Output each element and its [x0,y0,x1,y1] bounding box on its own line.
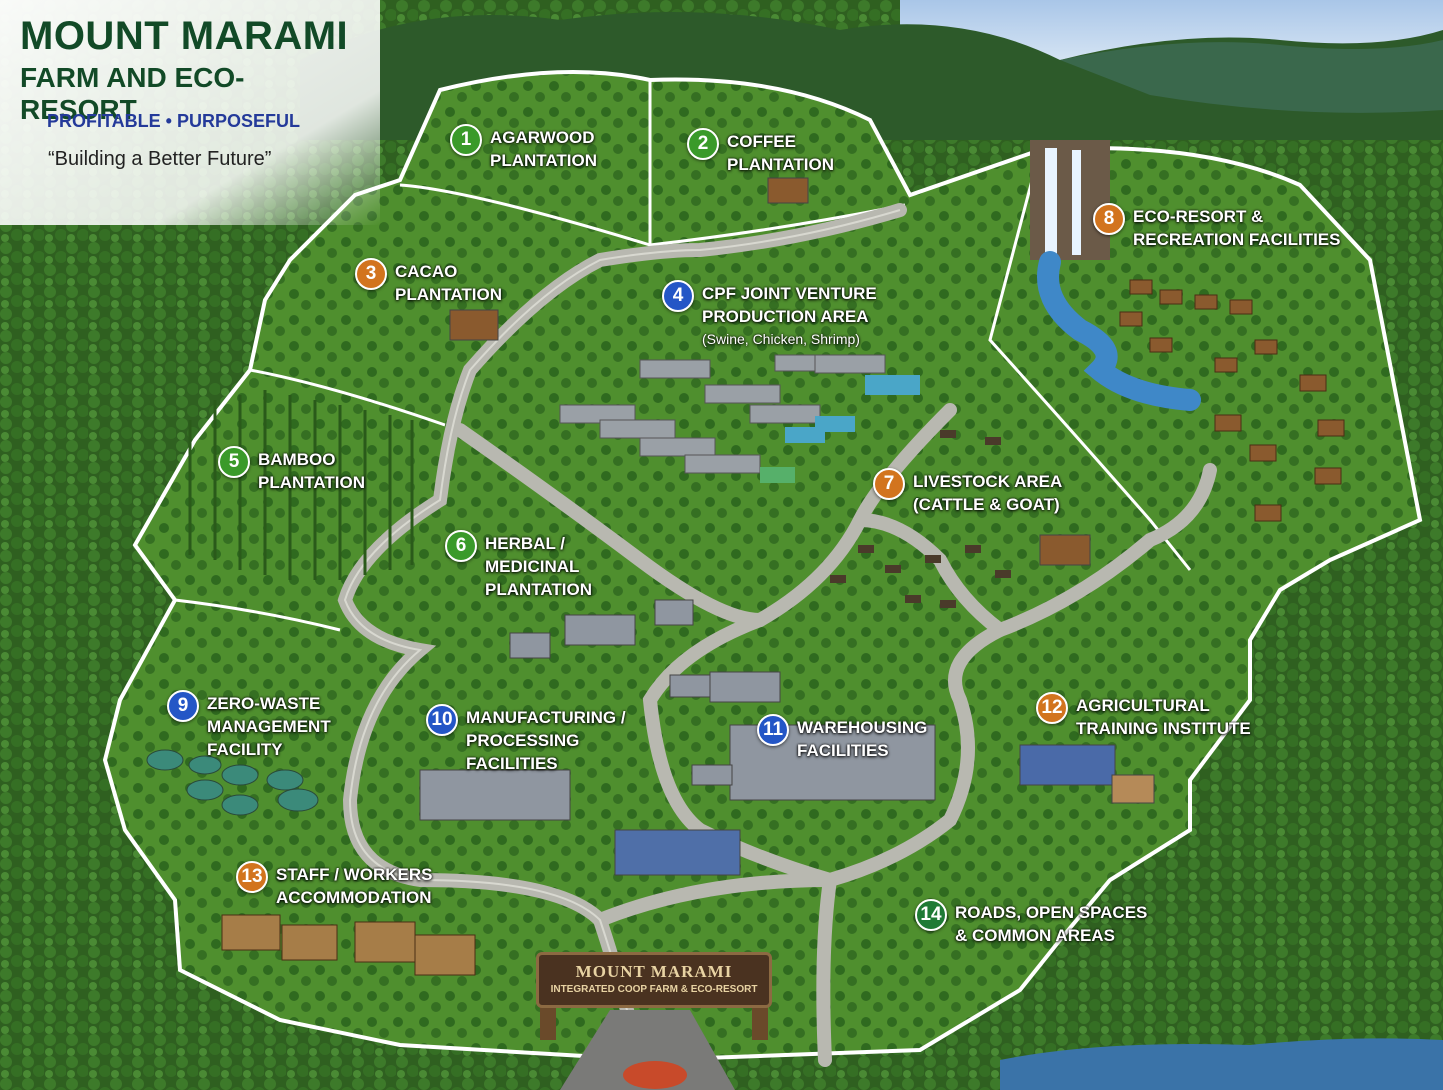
zone-name-line: FACILITIES [797,741,889,760]
zone-name-line: FACILITIES [466,754,558,773]
zone-label-cacao: 3 CACAO PLANTATION [355,258,502,306]
zone-name-line: MANAGEMENT [207,717,331,736]
zone-name-line: WAREHOUSING [797,718,928,737]
zone-name-line: ROADS, OPEN SPACES [955,903,1148,922]
zone-name-line: LIVESTOCK AREA [913,472,1063,491]
bay-water [1000,1038,1443,1090]
zone-label-training-institute: 12 AGRICULTURAL TRAINING INSTITUTE [1036,692,1251,740]
zone-number-badge: 14 [915,899,947,931]
zone-name-line: TRAINING INSTITUTE [1076,719,1251,738]
zone-number-badge: 4 [662,280,694,312]
zone-number-badge: 6 [445,530,477,562]
shrimp-ponds [760,375,920,483]
zone-name-line: PRODUCTION AREA [702,307,869,326]
zone-name-line: BAMBOO [258,450,336,469]
zone-number-badge: 7 [873,468,905,500]
map-subtitle: FARM AND ECO-RESORT [20,62,245,125]
zone-name-line: CPF JOINT VENTURE [702,284,877,303]
zone-name-line: PLANTATION [727,155,835,174]
tagline: PROFITABLE • PURPOSEFUL [47,111,300,131]
waste-tanks [146,749,319,816]
zone-name-line: & COMMON AREAS [955,926,1115,945]
zone-name-line: PLANTATION [490,151,598,170]
zone-name-line: AGRICULTURAL [1076,696,1210,715]
zone-number-badge: 13 [236,861,268,893]
zone-name-line: PROCESSING [466,731,580,750]
zone-label-zero-waste: 9 ZERO-WASTE MANAGEMENT FACILITY [167,690,331,761]
zone-label-bamboo: 5 BAMBOO PLANTATION [218,446,365,494]
title-backdrop [0,0,380,225]
zone-name-line: (CATTLE & GOAT) [913,495,1060,514]
zone-number-badge: 1 [450,124,482,156]
zone-number-badge: 10 [426,704,458,736]
zone-label-manufacturing: 10 MANUFACTURING / PROCESSING FACILITIES [426,704,626,775]
zone-note: (Swine, Chicken, Shrimp) [702,331,860,347]
gate-sign: MOUNT MARAMI INTEGRATED COOP FARM & ECO-… [536,952,772,1008]
zone-name-line: MANUFACTURING / [466,708,626,727]
zone-label-agarwood: 1 AGARWOOD PLANTATION [450,124,597,172]
zone-number-badge: 9 [167,690,199,722]
quote: “Building a Better Future” [48,148,272,170]
staff-housing [221,914,476,976]
zone-name-line: MEDICINAL [485,557,580,576]
production-barns [559,354,886,474]
zone-name-line: COFFEE [727,132,796,151]
zone-name-line: ZERO-WASTE [207,694,321,713]
zone-number-badge: 8 [1093,203,1125,235]
zone-name-line: PLANTATION [395,285,503,304]
zone-name-line: RECREATION FACILITIES [1133,230,1341,249]
zone-label-herbal: 6 HERBAL / MEDICINAL PLANTATION [445,530,592,601]
zone-name-line: ACCOMMODATION [276,888,432,907]
zone-name-line: PLANTATION [258,473,366,492]
map-title: MOUNT MARAMI [20,14,349,58]
livestock [830,430,1011,608]
zone-label-roads-open-spaces: 14 ROADS, OPEN SPACES & COMMON AREAS [915,899,1147,947]
gate-sign-subtitle: INTEGRATED COOP FARM & ECO-RESORT [550,984,758,995]
zone-name-line: CACAO [395,262,458,281]
zone-name-line: ECO-RESORT & [1133,207,1264,226]
bamboo-stand [188,390,414,580]
zone-label-warehousing: 11 WAREHOUSING FACILITIES [757,714,927,762]
zone-name-line: AGARWOOD [490,128,595,147]
gate-sign-title: MOUNT MARAMI [575,962,733,981]
zone-name-line: PLANTATION [485,580,593,599]
resort-cabins [1119,279,1345,522]
zone-number-badge: 11 [757,714,789,746]
zone-number-badge: 2 [687,128,719,160]
zone-label-livestock: 7 LIVESTOCK AREA (CATTLE & GOAT) [873,468,1062,516]
waterfall [1030,140,1110,260]
zone-number-badge: 3 [355,258,387,290]
zone-label-cpf-production: 4 CPF JOINT VENTURE PRODUCTION AREA (Swine… [662,280,877,351]
zone-name-line: FACILITY [207,740,283,759]
zone-number-badge: 5 [218,446,250,478]
zone-name-line: HERBAL / [485,534,565,553]
zone-label-staff-accommodation: 13 STAFF / WORKERS ACCOMMODATION [236,861,432,909]
zone-label-coffee: 2 COFFEE PLANTATION [687,128,834,176]
zone-name-line: STAFF / WORKERS [276,865,433,884]
zone-label-eco-resort: 8 ECO-RESORT & RECREATION FACILITIES [1093,203,1340,251]
river [1037,251,1201,411]
title-panel: MOUNT MARAMI FARM AND ECO-RESORT PROFITA… [0,0,360,210]
zone-number-badge: 12 [1036,692,1068,724]
